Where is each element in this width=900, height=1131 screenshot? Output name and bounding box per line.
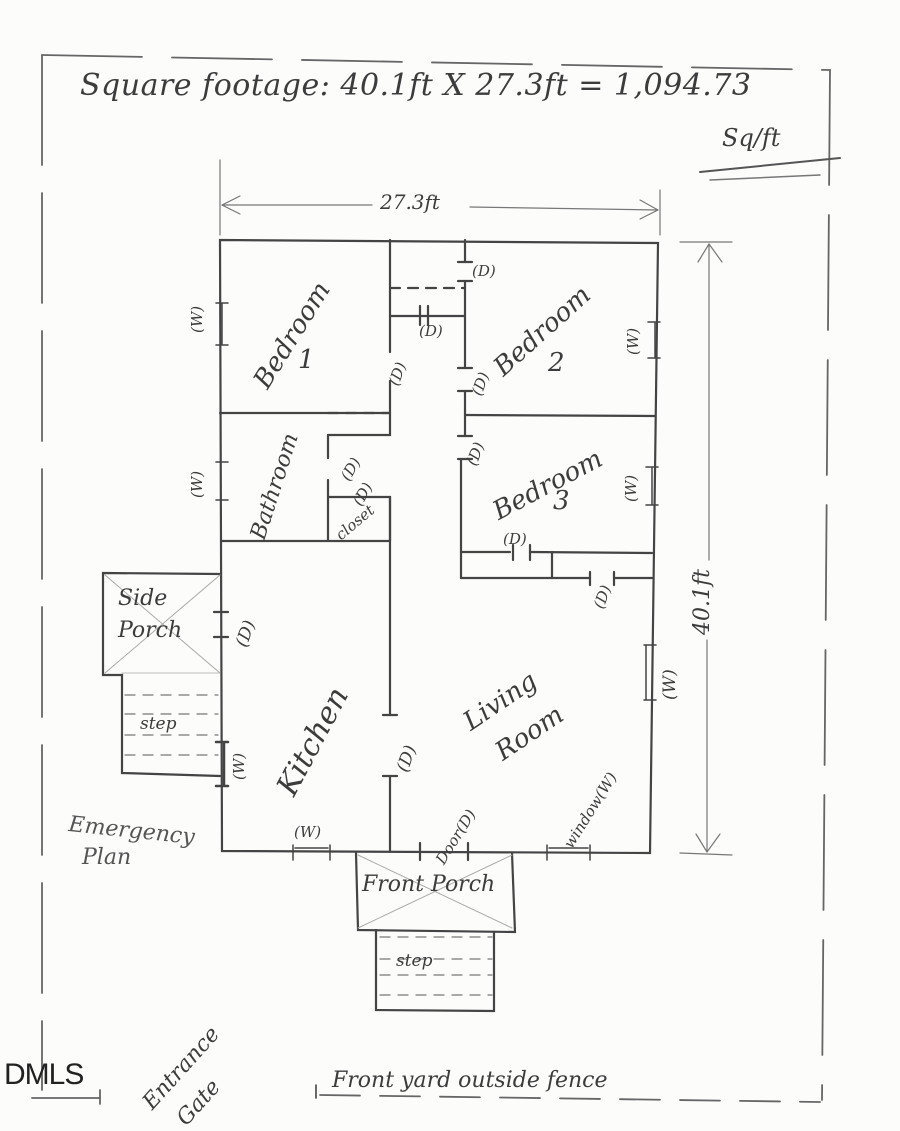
- window-marker-bedroom3: (W): [622, 474, 640, 502]
- front-porch-label: Front Porch: [362, 872, 496, 897]
- side-porch-label-line1: Side: [118, 586, 168, 611]
- door-marker-hall-closet: (D): [419, 322, 443, 340]
- window-marker-living-side: (W): [660, 669, 680, 700]
- fence-outline: [31, 54, 831, 1105]
- bedroom-2-number: 2: [548, 348, 565, 378]
- square-footage-title: Square footage: 40.1ft X 27.3ft = 1,094.…: [80, 68, 752, 103]
- bedroom-3-number: 3: [553, 486, 570, 516]
- width-dimension-label: 27.3ft: [380, 190, 440, 214]
- door-marker-bedroom3-closet: (D): [503, 530, 527, 548]
- window-marker-bedroom2: (W): [624, 327, 642, 355]
- length-dimension-label: 40.1ft: [690, 569, 715, 635]
- door-marker-bedroom2-top: (D): [472, 262, 496, 280]
- length-dimension-line: [679, 241, 733, 856]
- square-footage-unit: Sq/ft: [722, 124, 781, 152]
- front-porch-outline: [354, 851, 517, 1013]
- window-marker-bathroom: (W): [188, 470, 206, 498]
- front-yard-label: Front yard outside fence: [332, 1068, 608, 1093]
- width-dimension-line: [219, 159, 661, 236]
- side-porch-outline: [101, 571, 222, 778]
- emergency-plan-label-line2: Plan: [82, 845, 132, 870]
- window-marker-kitchen-front: (W): [294, 823, 322, 841]
- window-marker-bedroom1: (W): [188, 305, 206, 333]
- side-step-label: step: [140, 714, 177, 734]
- bedroom-1-number: 1: [298, 345, 315, 375]
- window-marker-kitchen-side: (W): [230, 752, 248, 780]
- side-porch-label-line2: Porch: [118, 618, 183, 643]
- mls-watermark: DMLS: [4, 1058, 84, 1091]
- front-step-label: step: [396, 951, 433, 971]
